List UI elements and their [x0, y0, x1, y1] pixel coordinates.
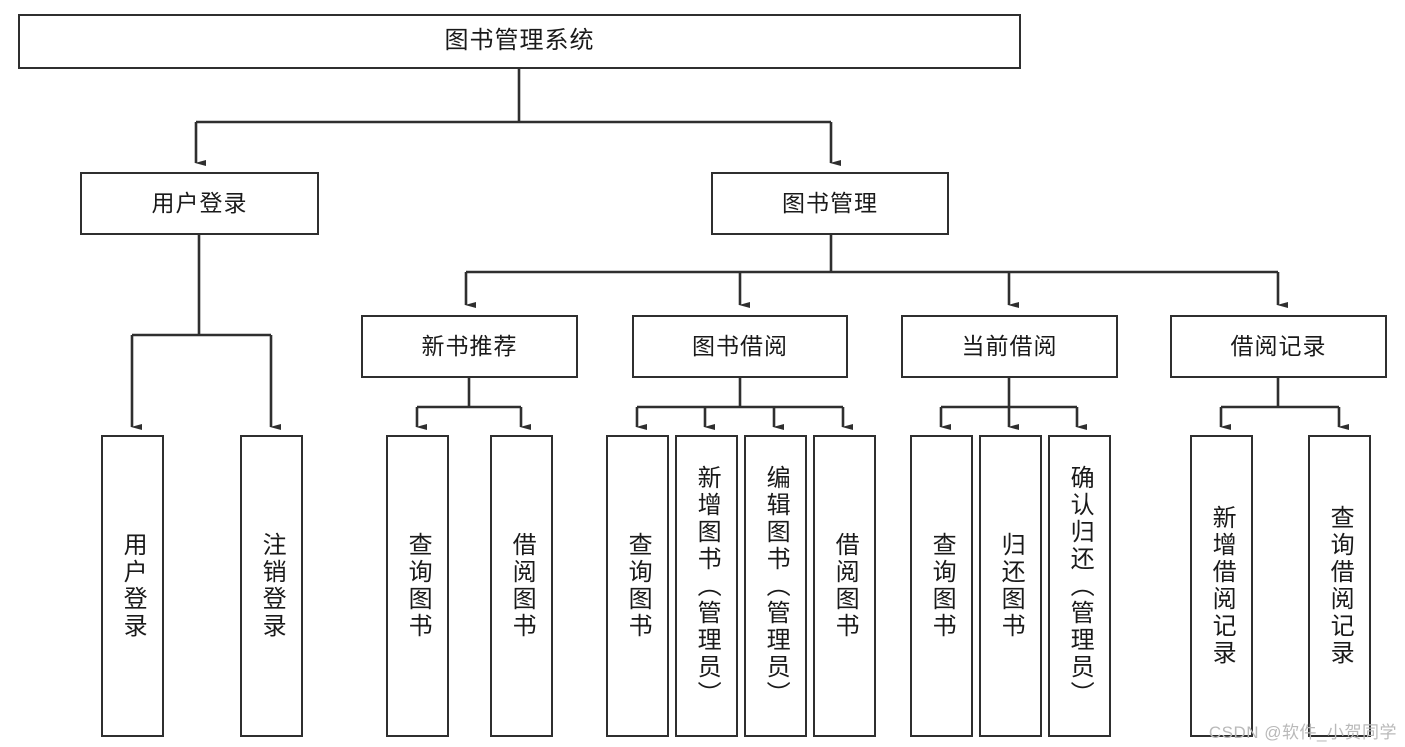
- leaf-query-book-current[interactable]: 查询图书: [910, 435, 973, 737]
- node-current-borrow[interactable]: 当前借阅: [901, 315, 1118, 378]
- leaf-label: 借阅图书: [508, 532, 536, 640]
- leaf-label: 查询图书: [404, 532, 432, 640]
- leaf-label: 新增图书（管理员）: [693, 464, 721, 708]
- leaf-label: 借阅图书: [831, 532, 859, 640]
- csdn-watermark: CSDN @软件_小贺同学: [1208, 723, 1397, 742]
- leaf-label: 查询图书: [928, 532, 956, 640]
- leaf-label: 注销登录: [258, 532, 286, 640]
- leaf-label: 用户登录: [119, 532, 147, 640]
- leaf-query-borrow-record[interactable]: 查询借阅记录: [1308, 435, 1371, 737]
- node-book-management[interactable]: 图书管理: [711, 172, 949, 235]
- leaf-user-login[interactable]: 用户登录: [101, 435, 164, 737]
- leaf-label: 查询借阅记录: [1326, 505, 1354, 667]
- leaf-label: 新增借阅记录: [1208, 505, 1236, 667]
- leaf-logout[interactable]: 注销登录: [240, 435, 303, 737]
- node-label: 新书推荐: [421, 332, 518, 359]
- node-root-book-management-system[interactable]: 图书管理系统: [18, 14, 1021, 69]
- node-label: 图书管理: [782, 189, 878, 216]
- leaf-confirm-return-admin[interactable]: 确认归还（管理员）: [1048, 435, 1111, 737]
- leaf-label: 确认归还（管理员）: [1066, 464, 1094, 708]
- leaf-query-book-borrow[interactable]: 查询图书: [606, 435, 669, 737]
- leaf-add-book-admin[interactable]: 新增图书（管理员）: [675, 435, 738, 737]
- node-label: 图书借阅: [692, 332, 788, 359]
- node-label: 用户登录: [151, 189, 248, 216]
- leaf-label: 查询图书: [624, 532, 652, 640]
- node-borrow-record[interactable]: 借阅记录: [1170, 315, 1387, 378]
- leaf-return-book[interactable]: 归还图书: [979, 435, 1042, 737]
- leaf-borrow-book[interactable]: 借阅图书: [813, 435, 876, 737]
- node-book-borrow[interactable]: 图书借阅: [632, 315, 848, 378]
- node-label: 借阅记录: [1230, 332, 1327, 359]
- node-user-login[interactable]: 用户登录: [80, 172, 319, 235]
- leaf-query-book-new[interactable]: 查询图书: [386, 435, 449, 737]
- leaf-label: 归还图书: [997, 532, 1025, 640]
- leaf-edit-book-admin[interactable]: 编辑图书（管理员）: [744, 435, 807, 737]
- leaf-add-borrow-record[interactable]: 新增借阅记录: [1190, 435, 1253, 737]
- leaf-borrow-book-new[interactable]: 借阅图书: [490, 435, 553, 737]
- node-new-book-recommend[interactable]: 新书推荐: [361, 315, 578, 378]
- leaf-label: 编辑图书（管理员）: [762, 464, 790, 708]
- node-label: 当前借阅: [961, 332, 1058, 359]
- node-label: 图书管理系统: [444, 27, 595, 55]
